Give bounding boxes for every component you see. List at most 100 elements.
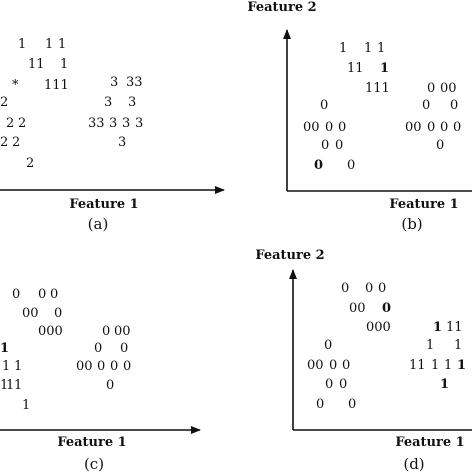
panel-c-point: 00 xyxy=(76,359,93,374)
panel-c-point: 00 xyxy=(22,306,39,321)
panel-d-point: 0 xyxy=(329,358,337,373)
panel-d-point: 1 xyxy=(433,320,442,335)
panel-d-point: 1 xyxy=(444,358,452,373)
panel-d-points: 0 0 0 00 0 000 1 11 0 1 1 00 0 0 11 1 1 … xyxy=(307,281,466,412)
panel-c-point: 0 xyxy=(102,324,110,339)
panel-d-point: 0 xyxy=(378,281,386,296)
panel-d-point: 0 xyxy=(348,397,356,412)
panel-c-point: 0 xyxy=(120,341,128,356)
panel-b-point: 1 xyxy=(339,41,347,56)
panel-b-point: 00 xyxy=(303,120,320,135)
panel-b-point: 1 xyxy=(377,41,385,56)
panel-d-point: 0 xyxy=(316,397,324,412)
panel-b-point: 0 xyxy=(347,158,355,173)
panel-a-x-label: Feature 1 xyxy=(69,197,138,212)
panel-d-point: 1 xyxy=(454,338,462,353)
panel-a-point: 1 xyxy=(58,37,66,52)
panel-c-point: 0 xyxy=(123,359,131,374)
panel-c-point: 0 xyxy=(106,378,114,393)
panel-d-point: 0 xyxy=(342,358,350,373)
panel-c-point: 000 xyxy=(38,324,63,339)
panel-c-point: 0 xyxy=(97,359,105,374)
panel-b-y-label: Feature 2 xyxy=(247,0,316,15)
panel-d-caption: (d) xyxy=(403,455,424,473)
panel-b-point: 00 xyxy=(440,81,457,96)
panel-c-point: 1 xyxy=(22,398,30,413)
panel-d-point: 1 xyxy=(431,358,439,373)
panel-c: Feature 1 (c) 0 0 0 00 0 000 0 00 1 0 0 … xyxy=(0,287,201,473)
panel-c-point: 1 xyxy=(14,378,22,393)
panel-a-caption: (a) xyxy=(88,215,109,233)
panel-d-point: 0 xyxy=(325,377,333,392)
panel-b-point: 0 xyxy=(320,98,328,113)
panel-c-point: 1 xyxy=(14,359,22,374)
panel-a-points: 1 1 1 11 1 * 111 3 33 2 3 3 2 2 33 3 3 3… xyxy=(0,37,143,171)
panel-d-x-label: Feature 1 xyxy=(395,435,464,450)
panel-b-point: 0 xyxy=(450,98,458,113)
panel-d-point: 00 xyxy=(349,301,366,316)
panel-a-point: 3 xyxy=(118,135,126,150)
panel-b-points: 1 1 1 11 1 111 0 00 0 0 0 00 0 0 00 0 0 … xyxy=(303,41,461,173)
panel-b-point: 0 xyxy=(338,120,346,135)
panel-d: Feature 2 Feature 1 (d) 0 0 0 00 0 000 1… xyxy=(255,248,472,473)
panel-a-point: 3 xyxy=(128,95,136,110)
panel-d-point: 0 xyxy=(365,281,373,296)
panel-d-point: 0 xyxy=(324,338,332,353)
panel-d-point: 000 xyxy=(366,320,391,335)
panel-b-point: 1 xyxy=(380,61,389,76)
panel-c-point: 0 xyxy=(50,287,58,302)
panel-b-point: 0 xyxy=(321,138,329,153)
panel-c-point: 0 xyxy=(54,306,62,321)
panel-a-point: 1 xyxy=(18,37,26,52)
panel-b-point: 0 xyxy=(325,120,333,135)
panel-d-point: 11 xyxy=(409,358,426,373)
panel-a-point: 2 xyxy=(6,116,14,131)
panel-b-point: 11 xyxy=(347,61,364,76)
panel-a-point: * xyxy=(12,78,19,93)
panel-b-point: 111 xyxy=(365,81,390,96)
panel-a-point: 2 xyxy=(26,156,34,171)
panel-a-point: 33 xyxy=(126,75,143,90)
panel-b-point: 0 xyxy=(427,120,435,135)
panel-d-point: 0 xyxy=(341,281,349,296)
panel-d-point: 1 xyxy=(440,377,449,392)
panel-d-point: 0 xyxy=(382,301,391,316)
panel-b-caption: (b) xyxy=(401,215,422,233)
panel-c-point: 0 xyxy=(12,287,20,302)
panel-c-caption: (c) xyxy=(84,455,104,473)
panel-a: Feature 1 (a) 1 1 1 11 1 * 111 3 33 2 3 … xyxy=(0,37,225,233)
panel-a-point: 2 xyxy=(0,95,8,110)
panel-a-point: 3 xyxy=(110,75,118,90)
panel-d-point: 1 xyxy=(457,358,466,373)
panel-b-point: 0 xyxy=(453,120,461,135)
panel-b-point: 00 xyxy=(405,120,422,135)
panel-b-x-label: Feature 1 xyxy=(389,197,458,212)
panel-a-point: 2 xyxy=(0,135,8,150)
panel-c-points: 0 0 0 00 0 000 0 00 1 0 0 1 1 00 0 0 0 1… xyxy=(0,287,131,413)
panel-a-point: 3 xyxy=(122,116,130,131)
panel-a-point: 1 xyxy=(45,37,53,52)
panel-c-x-label: Feature 1 xyxy=(57,435,126,450)
panel-a-point: 3 xyxy=(109,116,117,131)
panel-d-point: 00 xyxy=(307,358,324,373)
panel-c-point: 00 xyxy=(114,324,131,339)
panel-a-point: 111 xyxy=(44,78,69,93)
panel-d-point: 11 xyxy=(446,320,463,335)
panel-c-point: 0 xyxy=(110,359,118,374)
panel-b-point: 0 xyxy=(440,120,448,135)
panel-a-point: 2 xyxy=(12,135,20,150)
panel-a-point: 3 xyxy=(104,95,112,110)
panel-b-point: 0 xyxy=(335,138,343,153)
panel-b-point: 0 xyxy=(314,158,323,173)
panel-a-point: 11 xyxy=(28,57,45,72)
panel-d-y-label: Feature 2 xyxy=(255,248,324,263)
panel-b-point: 0 xyxy=(427,81,435,96)
panel-b-point: 0 xyxy=(422,98,430,113)
panel-d-point: 0 xyxy=(339,377,347,392)
panel-a-point: 33 xyxy=(88,116,105,131)
panel-b-point: 0 xyxy=(436,138,444,153)
panel-a-point: 1 xyxy=(60,57,68,72)
panel-b: Feature 2 Feature 1 (b) 1 1 1 11 1 111 0… xyxy=(247,0,472,233)
panel-a-point: 2 xyxy=(18,116,26,131)
